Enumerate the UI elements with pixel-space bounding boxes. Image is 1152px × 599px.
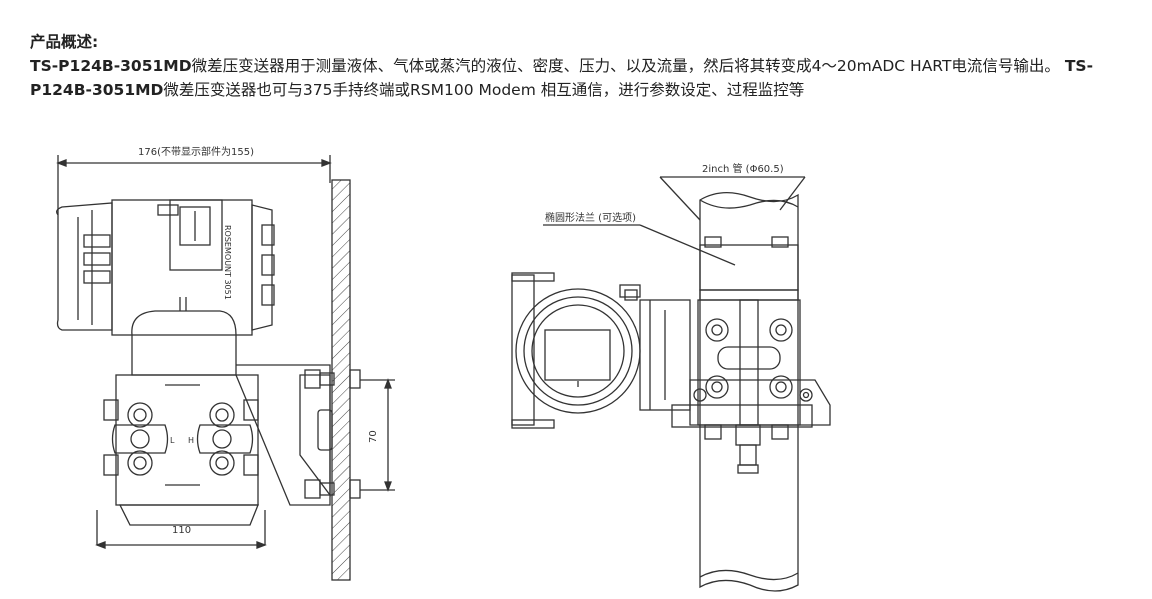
overview-text-2: 微差压变送器也可与375手持终端或RSM100 Modem 相互通信，进行参数设…: [163, 81, 805, 99]
overview-title: 产品概述:: [30, 33, 99, 51]
flange-label: 椭圆形法兰 (可选项): [545, 211, 636, 224]
overview-text-1: 微差压变送器用于测量液体、气体或蒸汽的液位、密度、压力、以及流量，然后将其转变成…: [191, 57, 1060, 75]
overview-paragraph: TS-P124B-3051MD微差压变送器用于测量液体、气体或蒸汽的液位、密度、…: [30, 54, 1140, 102]
front-view-drawing: [511, 176, 831, 592]
side-brand-label: ROSEMOUNT 3051: [223, 225, 232, 300]
port-l-label: L: [170, 436, 175, 445]
pipe-label: 2inch 管 (Φ60.5): [702, 162, 784, 175]
port-h-label: H: [188, 436, 194, 445]
dim-width-label: 176(不带显示部件为155): [138, 145, 254, 158]
product-overview: 产品概述: TS-P124B-3051MD微差压变送器用于测量液体、气体或蒸汽的…: [30, 30, 1140, 102]
dim-bottom-label: 110: [172, 525, 191, 536]
model-name: TS-P124B-3051MD: [30, 57, 1094, 99]
technical-drawing: 176(不带显示部件为155) 70 110 ROSEMOUNT 3051 L …: [0, 125, 1152, 599]
side-view-drawing: [56, 155, 395, 581]
dim-height-label: 70: [368, 430, 379, 443]
model-name: TS-P124B-3051MD: [30, 57, 192, 75]
